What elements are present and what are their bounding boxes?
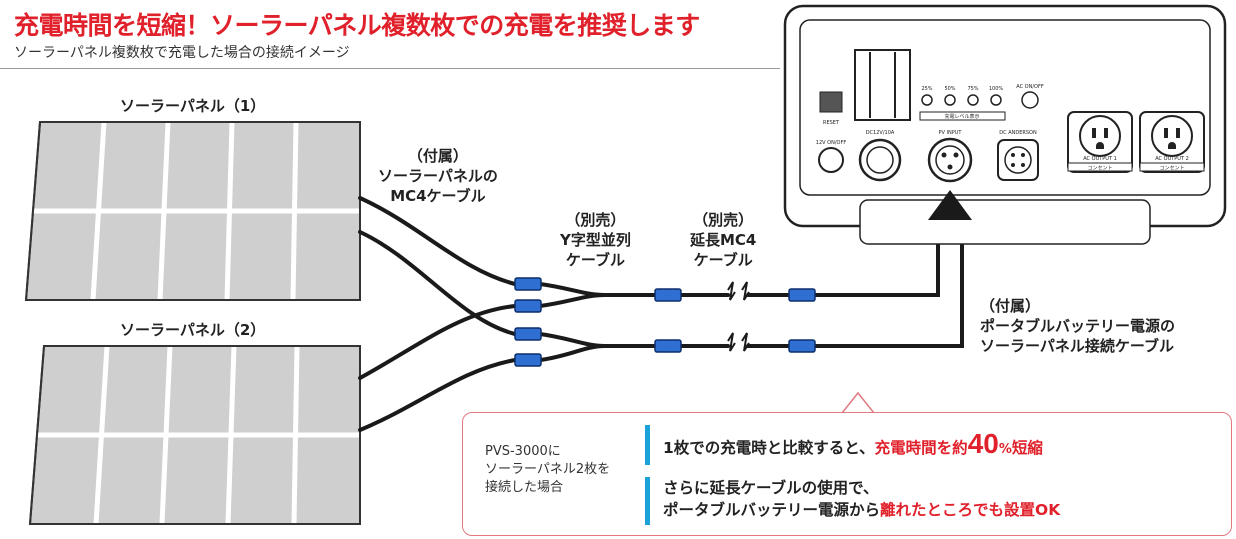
- battery-cable-line2: ポータブルバッテリー電源の: [980, 317, 1176, 335]
- ac-onoff-label: AC ON/OFF: [1016, 84, 1044, 90]
- extension-cable-label: （別売） 延長MC4 ケーブル: [690, 210, 756, 270]
- y-cable-label: （別売） Y字型並列 ケーブル: [560, 210, 631, 270]
- dc-anderson-label: DC ANDERSON: [999, 130, 1037, 136]
- benefit2-pre: ポータブルバッテリー電源から: [663, 501, 881, 519]
- mc4-connector: [514, 299, 542, 313]
- battery-cable-line3: ソーラーパネル接続ケーブル: [980, 337, 1174, 355]
- y-cable-upper: [538, 282, 607, 308]
- benefit1-red: 充電時間を約: [874, 439, 968, 457]
- outlet-label-2: コンセント: [1159, 166, 1184, 172]
- condition-line2: ソーラーパネル2枚を: [485, 462, 611, 477]
- extension-line2: 延長MC4: [690, 231, 757, 249]
- battery-cable-lower: [813, 216, 964, 348]
- level-50-label: 50%: [944, 86, 955, 92]
- outlet-label-1: コンセント: [1087, 166, 1112, 172]
- extension-line1: （別売）: [693, 211, 754, 229]
- callout-benefits: 1枚での充電時と比較すると、充電時間を約40%短縮 さらに延長ケーブルの使用で、…: [663, 427, 1060, 521]
- pv-input-arrow: [928, 190, 972, 220]
- mc4-connector: [514, 277, 542, 291]
- mc4-connector: [788, 288, 816, 302]
- cable-break-marks: [727, 281, 750, 352]
- benefit-callout: PVS-3000に ソーラーパネル2枚を 接続した場合 1枚での充電時と比較する…: [462, 412, 1232, 536]
- pv-input-label: PV INPUT: [939, 130, 963, 136]
- mc4-connector: [654, 288, 682, 302]
- included-mc4-line3: MC4ケーブル: [390, 187, 486, 205]
- callout-bar-1: [645, 425, 650, 465]
- mc4-connector: [514, 327, 542, 341]
- callout-condition: PVS-3000に ソーラーパネル2枚を 接続した場合: [485, 443, 610, 497]
- callout-pointer: [840, 391, 876, 414]
- benefit1-pre: 1枚での充電時と比較すると、: [663, 439, 875, 457]
- title-divider: [0, 68, 780, 69]
- y-cable-lower: [538, 332, 607, 362]
- battery-cable-line1: （付属）: [980, 297, 1041, 315]
- benefit1-post: 短縮: [1011, 439, 1043, 457]
- mc4-cable-panel2-b: [358, 358, 517, 432]
- level-caption: 充電レベル表示: [944, 113, 979, 120]
- level-25-label: 25%: [921, 86, 932, 92]
- portable-battery-device: 25% 50% 75% 100% AC ON/OFF 充電レベル表示 RESET…: [783, 4, 1227, 245]
- page-title: 充電時間を短縮！ソーラーパネル複数枚での充電を推奨します: [14, 11, 700, 40]
- included-mc4-cable-label: （付属） ソーラーパネルの MC4ケーブル: [378, 146, 498, 206]
- ac-output1-label: AC OUTPUT 1: [1083, 156, 1117, 162]
- callout-bar-2: [645, 477, 650, 525]
- level-75-label: 75%: [967, 86, 978, 92]
- mc4-connector: [654, 339, 682, 353]
- reset-label: RESET: [823, 120, 840, 126]
- mc4-connector: [788, 339, 816, 353]
- y-cable-line1: （別売）: [565, 211, 626, 229]
- panel2-label: ソーラーパネル（2）: [120, 321, 266, 339]
- ac-output2-label: AC OUTPUT 2: [1155, 156, 1189, 162]
- mc4-cable-panel2-a: [358, 304, 517, 380]
- benefit1-number: 40: [967, 428, 999, 459]
- mc4-cable-panel1-a: [358, 196, 517, 286]
- mc4-connector: [514, 353, 542, 367]
- dc-12v-label: DC12V/10A: [866, 130, 895, 136]
- benefit-line2b: ポータブルバッテリー電源から離れたところでも設置OK: [663, 499, 1060, 521]
- benefit-line1: 1枚での充電時と比較すると、充電時間を約40%短縮: [663, 427, 1060, 461]
- condition-line1: PVS-3000に: [485, 444, 561, 459]
- condition-line3: 接続した場合: [485, 480, 564, 495]
- y-cable-line2: Y字型並列: [560, 231, 631, 249]
- battery-cable-label: （付属） ポータブルバッテリー電源の ソーラーパネル接続ケーブル: [980, 296, 1175, 356]
- y-cable-line3: ケーブル: [565, 251, 625, 269]
- included-mc4-line2: ソーラーパネルの: [378, 167, 498, 185]
- benefit2-red: 離れたところでも設置OK: [880, 501, 1061, 519]
- page-subtitle: ソーラーパネル複数枚で充電した場合の接続イメージ: [14, 45, 350, 61]
- benefit-line2a: さらに延長ケーブルの使用で、: [663, 479, 879, 497]
- solar-panel-1: [24, 121, 361, 301]
- level-100-label: 100%: [989, 86, 1004, 92]
- mc4-cable-panel1-b: [358, 230, 517, 336]
- included-mc4-line1: （付属）: [407, 147, 468, 165]
- solar-panel-2: [28, 345, 361, 525]
- extension-line3: ケーブル: [693, 251, 753, 269]
- benefit1-unit: %: [998, 442, 1012, 457]
- dc-onoff-label: 12V ON/OFF: [816, 140, 847, 146]
- panel1-label: ソーラーパネル（1）: [120, 97, 266, 115]
